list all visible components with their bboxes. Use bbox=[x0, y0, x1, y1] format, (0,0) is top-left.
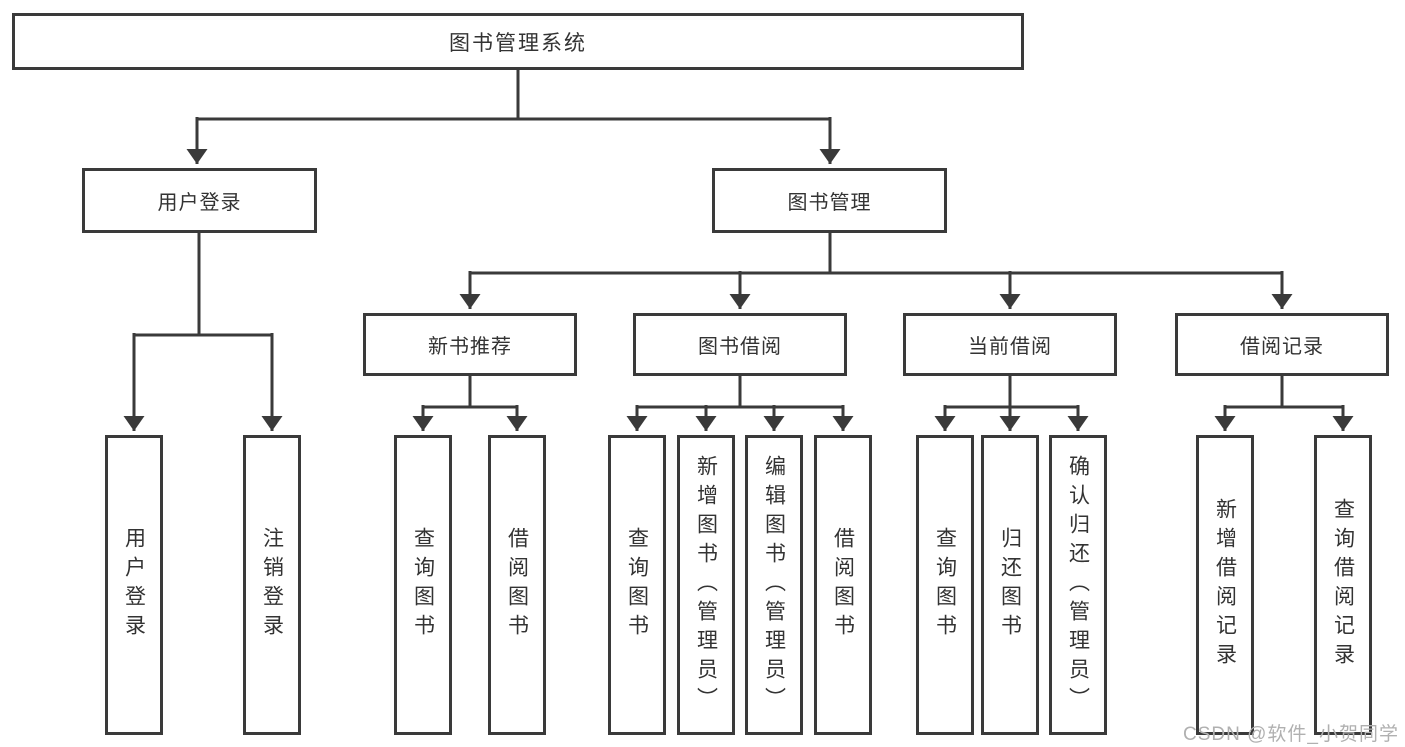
node-current-borrow: 当前借阅 bbox=[903, 313, 1117, 376]
leaf-add-book-admin: 新增图书（管理员） bbox=[677, 435, 735, 735]
leaf-query-books-current: 查询图书 bbox=[916, 435, 974, 735]
node-book-borrow: 图书借阅 bbox=[633, 313, 847, 376]
watermark: CSDN @软件_小贺同学 bbox=[1183, 724, 1399, 745]
node-borrow-records-label: 借阅记录 bbox=[1240, 336, 1324, 358]
leaf-return-book-label: 归还图书 bbox=[998, 527, 1022, 643]
leaf-query-books-current-label: 查询图书 bbox=[933, 527, 957, 643]
leaf-confirm-return-admin-label: 确认归还（管理员） bbox=[1066, 454, 1090, 716]
node-book-management: 图书管理 bbox=[712, 168, 947, 233]
node-root: 图书管理系统 bbox=[12, 13, 1024, 70]
leaf-query-books-borrow: 查询图书 bbox=[608, 435, 666, 735]
leaf-logout-label: 注销登录 bbox=[260, 527, 284, 643]
leaf-query-borrow-record-label: 查询借阅记录 bbox=[1331, 498, 1355, 672]
leaf-logout: 注销登录 bbox=[243, 435, 301, 735]
leaf-query-borrow-record: 查询借阅记录 bbox=[1314, 435, 1372, 735]
leaf-return-book: 归还图书 bbox=[981, 435, 1039, 735]
node-borrow-records: 借阅记录 bbox=[1175, 313, 1389, 376]
leaf-query-books-recommend-label: 查询图书 bbox=[411, 527, 435, 643]
leaf-user-login-label: 用户登录 bbox=[122, 527, 146, 643]
node-book-management-label: 图书管理 bbox=[787, 192, 872, 214]
leaf-borrow-books-borrow: 借阅图书 bbox=[814, 435, 872, 735]
leaf-user-login: 用户登录 bbox=[105, 435, 163, 735]
node-current-borrow-label: 当前借阅 bbox=[968, 336, 1052, 358]
node-new-book-recommend-label: 新书推荐 bbox=[428, 336, 512, 358]
leaf-query-books-recommend: 查询图书 bbox=[394, 435, 452, 735]
node-book-borrow-label: 图书借阅 bbox=[698, 336, 782, 358]
leaf-edit-book-admin: 编辑图书（管理员） bbox=[745, 435, 803, 735]
leaf-borrow-books-recommend: 借阅图书 bbox=[488, 435, 546, 735]
leaf-confirm-return-admin: 确认归还（管理员） bbox=[1049, 435, 1107, 735]
leaf-edit-book-admin-label: 编辑图书（管理员） bbox=[762, 454, 786, 716]
leaf-query-books-borrow-label: 查询图书 bbox=[625, 527, 649, 643]
leaf-borrow-books-borrow-label: 借阅图书 bbox=[831, 527, 855, 643]
leaf-add-borrow-record-label: 新增借阅记录 bbox=[1213, 498, 1237, 672]
node-user-login-label: 用户登录 bbox=[157, 192, 242, 214]
node-root-label: 图书管理系统 bbox=[449, 31, 587, 55]
leaf-borrow-books-recommend-label: 借阅图书 bbox=[505, 527, 529, 643]
node-new-book-recommend: 新书推荐 bbox=[363, 313, 577, 376]
leaf-add-borrow-record: 新增借阅记录 bbox=[1196, 435, 1254, 735]
node-user-login: 用户登录 bbox=[82, 168, 317, 233]
leaf-add-book-admin-label: 新增图书（管理员） bbox=[694, 454, 718, 716]
